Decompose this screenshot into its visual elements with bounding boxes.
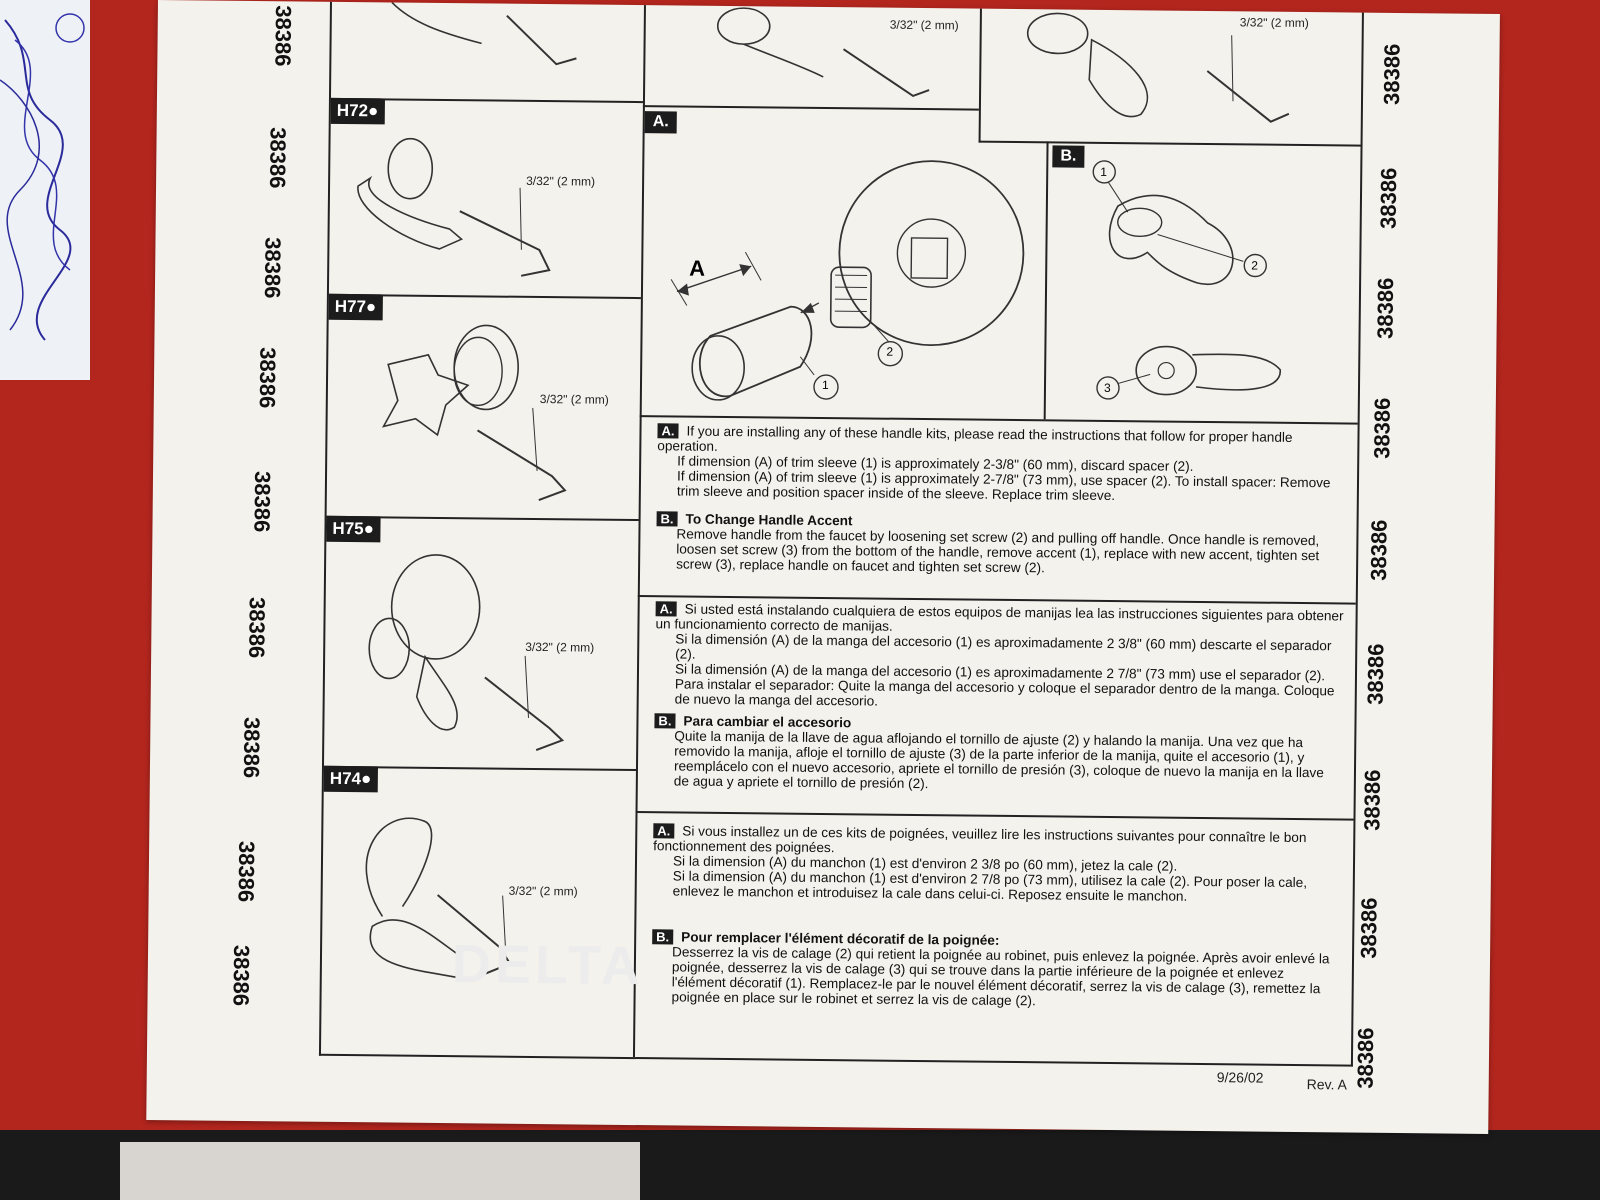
handle-accent-diagram bbox=[1092, 160, 1281, 400]
lever-handle-illustration bbox=[365, 817, 512, 979]
edge-code: 38386 bbox=[254, 347, 281, 409]
section-a-marker: A. bbox=[655, 601, 677, 617]
callout-number: 1 bbox=[1100, 164, 1108, 179]
handle-cell-h75: H75● 3/32" (2 mm) bbox=[323, 515, 639, 772]
section-a-marker: A. bbox=[653, 823, 675, 839]
handle-top-illustration bbox=[391, 1, 577, 66]
french-instructions: A.Si vous installez un de ces kits de po… bbox=[633, 811, 1354, 1065]
section-b-marker: B. bbox=[656, 511, 678, 527]
brand-watermark: DELTA bbox=[451, 934, 645, 997]
lever-handle-illustration bbox=[357, 137, 551, 277]
edge-code: 38386 bbox=[1378, 43, 1405, 106]
edge-code: 38386 bbox=[1375, 167, 1402, 230]
french-section-a: A.Si vous installez un de ces kits de po… bbox=[653, 823, 1342, 905]
revision-label: Rev. A bbox=[1306, 1076, 1347, 1093]
edge-code: 38386 bbox=[1365, 519, 1392, 581]
edge-code: 38386 bbox=[233, 840, 260, 903]
handle-column: H72● 3/32" (2 mm) H77● 3/32" (2 mm) bbox=[320, 1, 646, 1058]
diagram-a: A. bbox=[640, 105, 1047, 419]
section-a-line-2: If dimension (A) of trim sleeve (1) is a… bbox=[676, 468, 1331, 504]
section-a-line-2: Si la dimensión (A) de la manga del acce… bbox=[674, 661, 1335, 709]
spanish-section-b: B. Para cambiar el accesorio Quite la man… bbox=[654, 713, 1343, 795]
handle-diagram-top-center: 3/32" (2 mm) bbox=[642, 5, 980, 111]
section-b-body: Desserrez la vis de calage (2) qui retie… bbox=[671, 944, 1330, 1009]
instructions-column: 3/32" (2 mm) 3/32" (2 mm) A. bbox=[633, 5, 1364, 1065]
callout-number: 2 bbox=[1251, 258, 1259, 273]
english-instructions: A.If you are installing any of these han… bbox=[637, 415, 1358, 605]
edge-code: 38386 bbox=[1362, 643, 1389, 705]
edge-code: 38386 bbox=[1369, 397, 1395, 459]
section-a-line-2: Si la dimension (A) du manchon (1) est d… bbox=[672, 868, 1308, 904]
callout-number: 2 bbox=[886, 344, 894, 359]
handle-top-center-illustration bbox=[716, 7, 930, 98]
handle-top-right-illustration bbox=[1026, 12, 1290, 123]
edge-code: 38386 bbox=[265, 127, 291, 189]
handle-cell-h77: H77● 3/32" (2 mm) bbox=[326, 293, 641, 522]
handle-diagram-top-right: 3/32" (2 mm) bbox=[978, 8, 1364, 147]
english-section-a: A.If you are installing any of these han… bbox=[657, 423, 1346, 505]
callout-number: 1 bbox=[821, 377, 829, 393]
edge-code: 38386 bbox=[228, 944, 255, 1007]
edge-code: 38386 bbox=[249, 470, 276, 533]
handle-cell-top bbox=[330, 1, 644, 104]
section-a-intro: Si vous installez un de ces kits de poig… bbox=[653, 823, 1307, 856]
edge-code: 38386 bbox=[1359, 769, 1386, 831]
trim-sleeve-spacer-diagram bbox=[670, 160, 1025, 401]
revision-date: 9/26/02 bbox=[1216, 1069, 1264, 1086]
background-scribble-paper bbox=[0, 0, 90, 380]
french-section-b: B.Pour remplacer l'élément décoratif de … bbox=[652, 929, 1341, 1011]
dimension-a-label: A bbox=[689, 255, 706, 281]
edge-code: 38386 bbox=[1352, 1027, 1379, 1089]
section-b-heading: To Change Handle Accent bbox=[685, 511, 853, 529]
edge-code: 38386 bbox=[270, 5, 296, 67]
edge-code: 38386 bbox=[1356, 897, 1382, 959]
diagram-b: B. 1 2 3 bbox=[1043, 141, 1363, 423]
edge-code: 38386 bbox=[238, 716, 265, 779]
english-section-b: B. To Change Handle Accent Remove handle … bbox=[656, 511, 1345, 578]
section-a-intro: Si usted está instalando cualquiera de e… bbox=[655, 601, 1344, 634]
section-b-marker: B. bbox=[654, 713, 676, 729]
pen-scribble bbox=[0, 13, 85, 341]
section-a-intro: If you are installing any of these handl… bbox=[657, 423, 1293, 454]
section-a-marker: A. bbox=[657, 423, 679, 439]
handle-cell-h74: H74● 3/32" (2 mm) bbox=[321, 765, 636, 1057]
callout-number: 3 bbox=[1103, 380, 1111, 395]
instruction-frame: H72● 3/32" (2 mm) H77● 3/32" (2 mm) bbox=[318, 1, 1364, 1067]
floor-mat bbox=[120, 1142, 640, 1200]
edge-code: 38386 bbox=[259, 237, 286, 299]
section-b-heading: Para cambiar el accesorio bbox=[683, 713, 852, 731]
edge-code: 38386 bbox=[1372, 277, 1399, 339]
spanish-section-a: A.Si usted está instalando cualquiera de… bbox=[655, 601, 1344, 713]
lever-handle-illustration bbox=[368, 554, 565, 751]
section-b-body: Remove handle from the faucet by looseni… bbox=[676, 526, 1320, 576]
handle-cell-h72: H72● 3/32" (2 mm) bbox=[328, 97, 643, 300]
edge-code: 38386 bbox=[244, 596, 270, 659]
instruction-sheet: 38386 38386 38386 38386 38386 38386 3838… bbox=[146, 0, 1500, 1134]
section-b-body: Quite la manija de la llave de agua aflo… bbox=[673, 728, 1324, 792]
cross-handle-illustration bbox=[381, 324, 567, 501]
section-b-marker: B. bbox=[652, 929, 674, 945]
spanish-instructions: A.Si usted está instalando cualquiera de… bbox=[635, 593, 1356, 821]
